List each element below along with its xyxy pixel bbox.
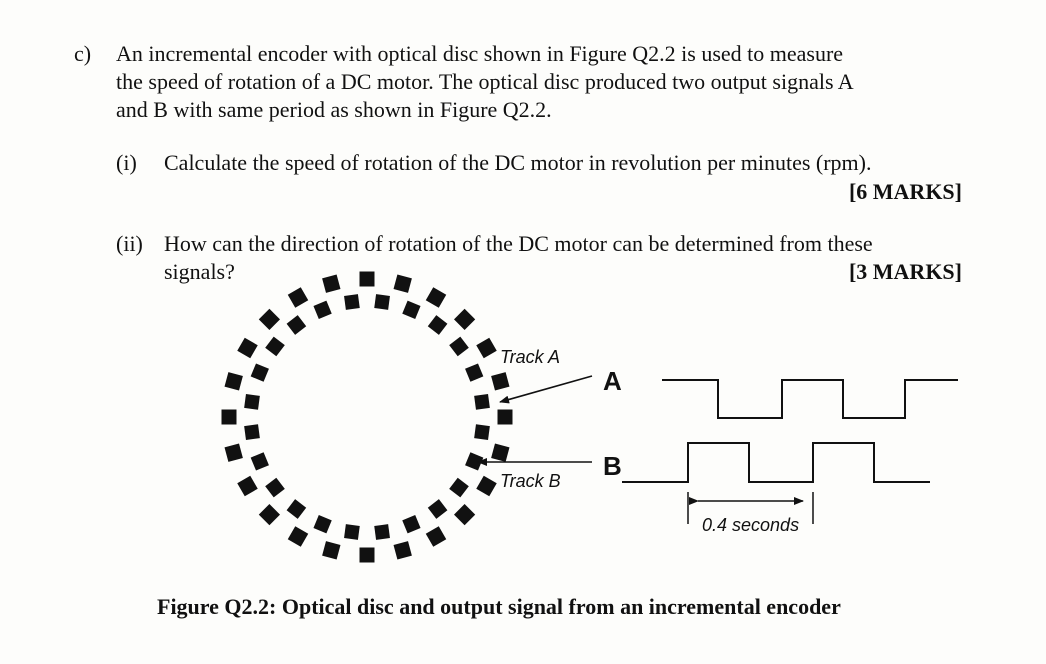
track-b-label: Track B (500, 471, 561, 491)
signal-a-waveform (662, 379, 958, 419)
track-a-slot (237, 337, 258, 359)
track-a-slot (393, 541, 412, 560)
track-b-slot (402, 300, 421, 319)
track-a-slot (258, 308, 281, 331)
signal-b-waveform (622, 442, 930, 483)
track-a-slot (258, 503, 281, 526)
part-ii-line-1: How can the direction of rotation of the… (164, 231, 873, 256)
question-label: c) (74, 41, 92, 66)
track-a-slot (359, 547, 375, 563)
period-label: 0.4 seconds (702, 515, 799, 535)
track-a-slot (359, 271, 375, 287)
track-a-slot (476, 337, 497, 359)
track-b-slot (244, 424, 260, 440)
signal-b-label: B (603, 451, 622, 481)
track-a-slot (393, 274, 412, 293)
track-b-slot (313, 300, 332, 319)
track-a-slot (322, 541, 341, 560)
signal-a-label: A (603, 366, 622, 396)
track-a-slot (453, 308, 476, 331)
track-b-slot (427, 499, 448, 519)
track-a-slot (224, 443, 243, 462)
track-b-slot (250, 363, 269, 382)
track-b-slot (286, 315, 307, 335)
track-b-slot (344, 524, 360, 540)
track-b-slot (449, 477, 469, 498)
track-a-arrow (499, 375, 593, 404)
track-b-slot (427, 315, 448, 335)
part-ii-line-2: signals? (164, 259, 235, 284)
track-b-slot (344, 294, 360, 310)
track-a-slot (476, 475, 497, 497)
part-ii-marks: [3 MARKS] (848, 259, 962, 284)
track-a-slot (425, 526, 447, 547)
track-a-slot (453, 503, 476, 526)
track-b-slot (402, 515, 421, 534)
track-b-slot (474, 424, 490, 440)
track-b-slot (244, 394, 260, 410)
track-b-slot (250, 452, 269, 471)
track-a-slot (425, 287, 447, 308)
track-b-slot (374, 294, 390, 310)
track-a-slot (491, 443, 510, 462)
track-a-slot (287, 287, 309, 308)
part-i-text: Calculate the speed of rotation of the D… (164, 150, 872, 175)
track-a-slot (237, 475, 258, 497)
part-i-marks: [6 MARKS] (848, 179, 962, 204)
track-b-slot (474, 394, 490, 410)
figure-caption: Figure Q2.2: Optical disc and output sig… (157, 594, 841, 619)
track-b-slot (465, 363, 484, 382)
track-b-slot (313, 515, 332, 534)
question-line-1: An incremental encoder with optical disc… (116, 41, 844, 66)
track-a-label: Track A (500, 347, 560, 367)
track-b-slot (374, 524, 390, 540)
track-a-slot (221, 409, 237, 425)
track-a-slot (322, 274, 341, 293)
optical-disc (221, 271, 513, 563)
track-a-slot (287, 526, 309, 547)
track-a-slot (491, 372, 510, 391)
part-ii-label: (ii) (116, 231, 143, 256)
track-b-slot (449, 336, 469, 357)
track-b-slot (265, 336, 285, 357)
question-line-3: and B with same period as shown in Figur… (116, 97, 552, 122)
track-a-slot (224, 372, 243, 391)
track-b-slot (265, 477, 285, 498)
part-i-label: (i) (116, 150, 137, 175)
question-line-2: the speed of rotation of a DC motor. The… (116, 69, 854, 94)
track-b-slot (286, 499, 307, 519)
track-a-slot (497, 409, 513, 425)
